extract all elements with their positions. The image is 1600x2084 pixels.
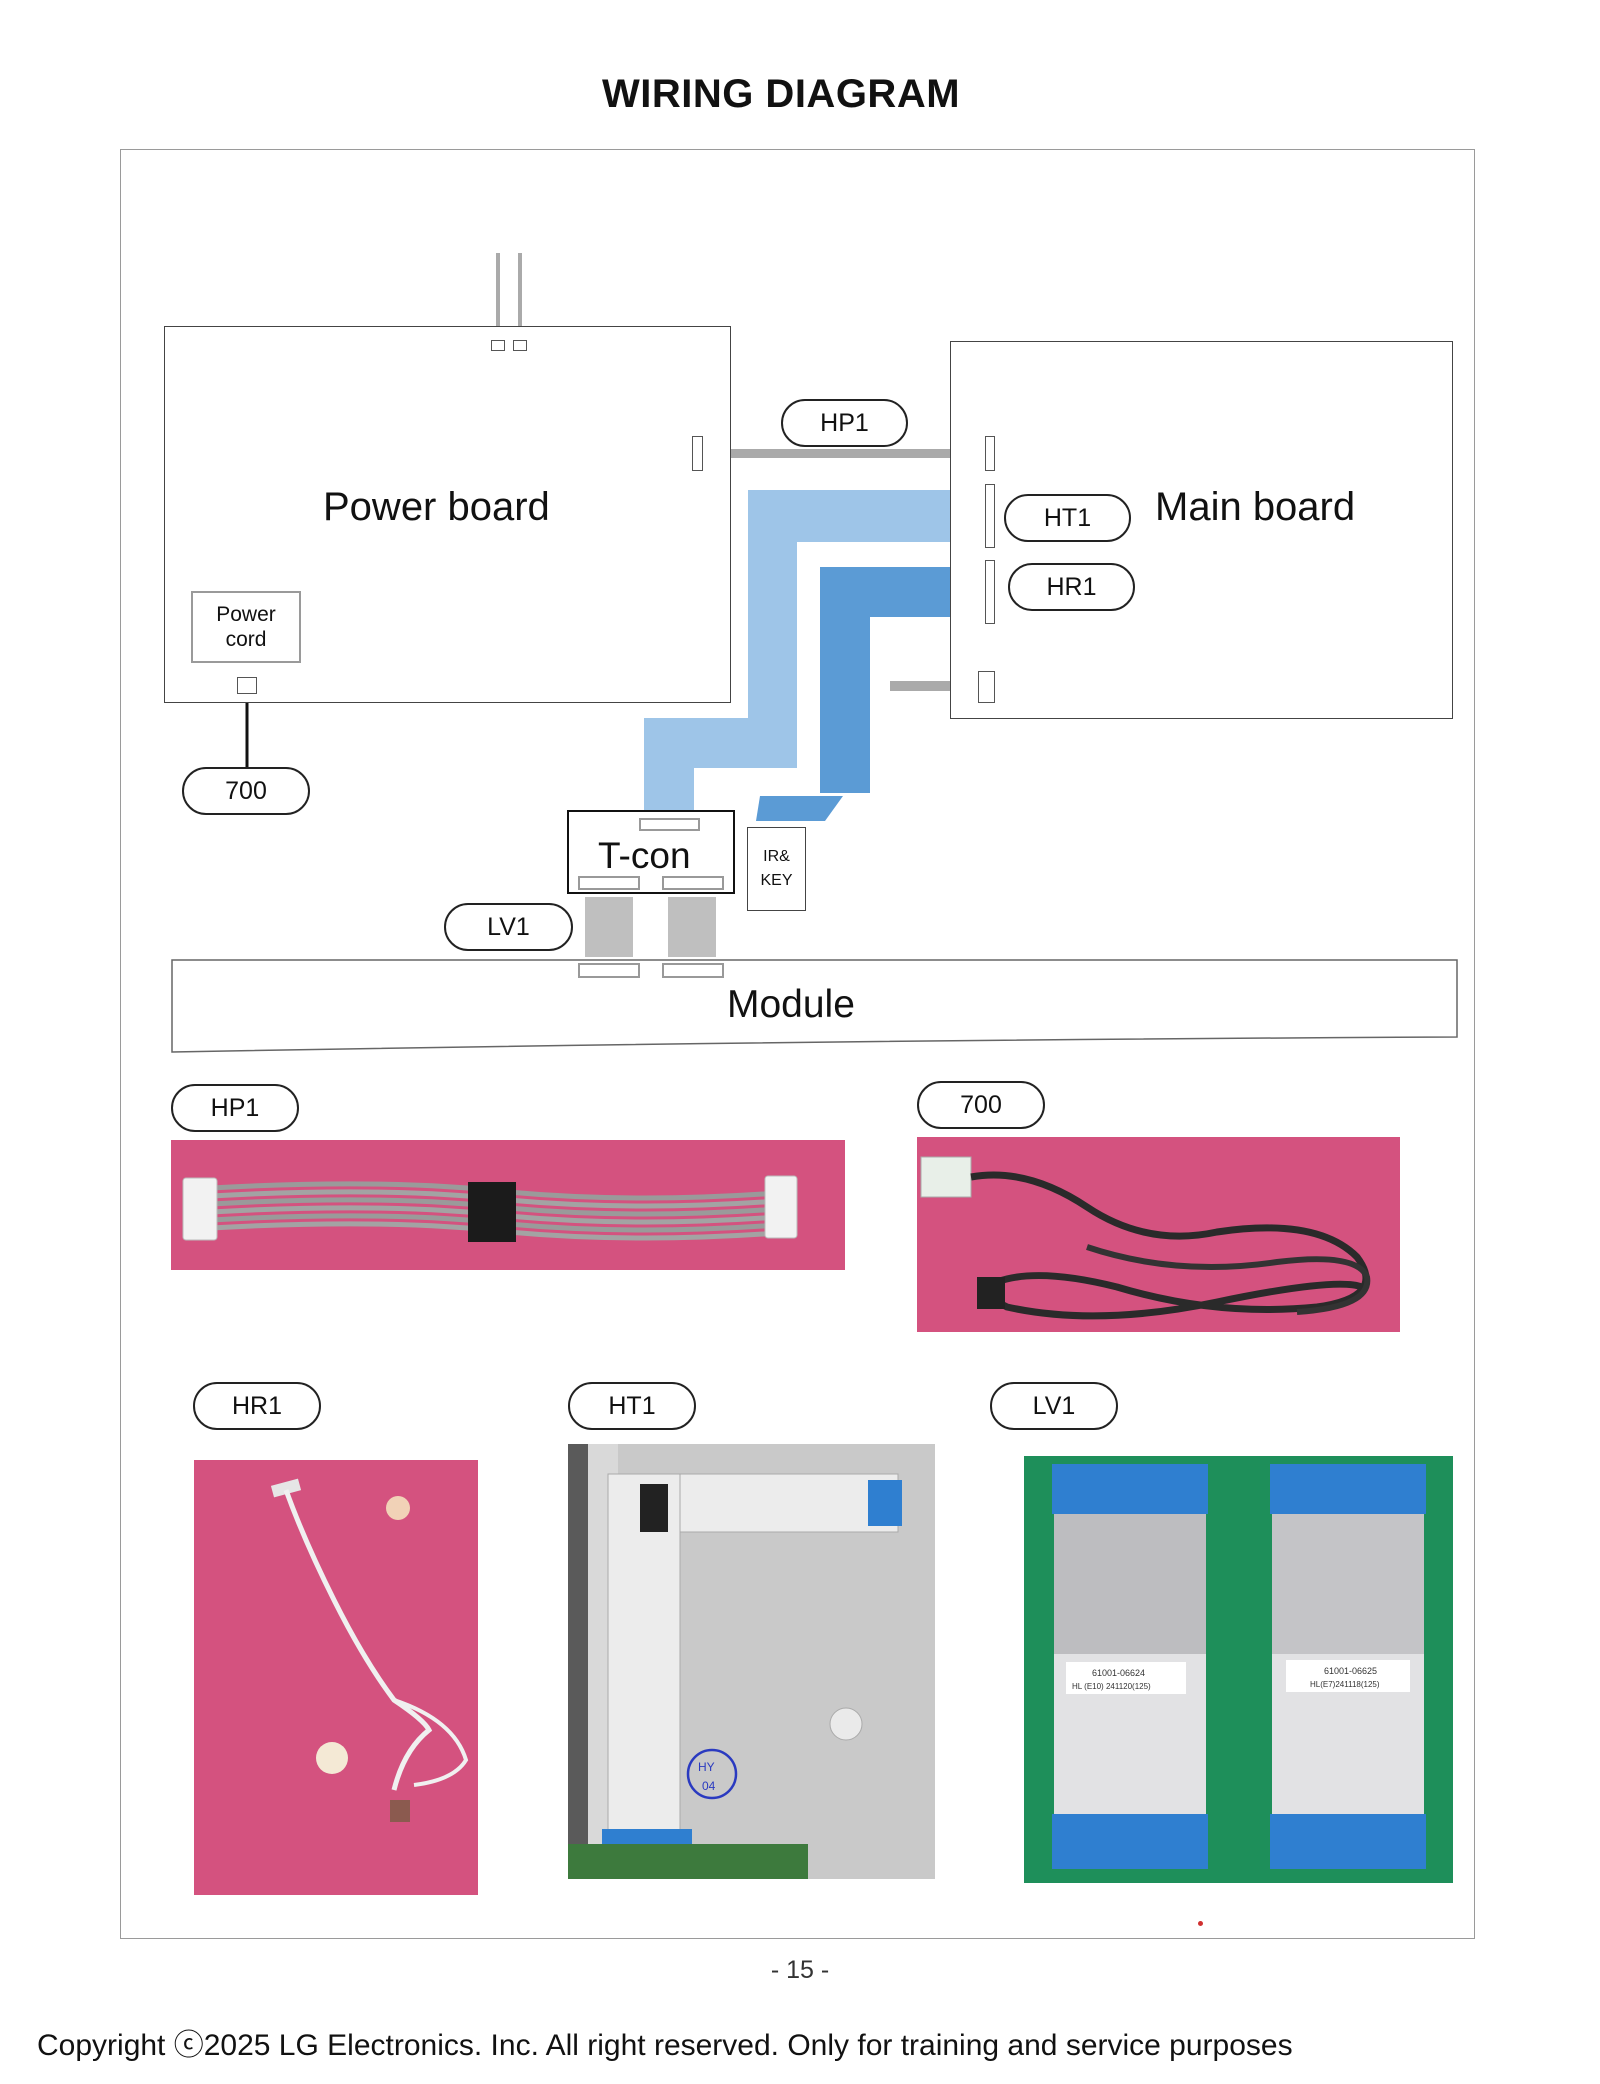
top-wire-connector-left — [491, 340, 505, 351]
lv1-right-label-line1: 61001-06625 — [1324, 1666, 1377, 1676]
ir-key-label-2: KEY — [760, 872, 793, 889]
lv1-cable-illustration: 61001-06624 HL (E10) 241120(125) 61001-0… — [1024, 1456, 1453, 1883]
hr1-cable-illustration — [194, 1460, 478, 1895]
ht1-cable-illustration: HY 04 — [568, 1444, 935, 1879]
module-label: Module — [727, 983, 855, 1026]
cord-700-tag: 700 — [182, 767, 310, 815]
tcon-label: T-con — [598, 835, 691, 876]
ir-key-label-1: IR& — [763, 848, 790, 865]
hr1-cable-photo — [194, 1460, 478, 1895]
lv1-right-label-line2: HL(E7)241118(125) — [1310, 1680, 1380, 1689]
tcon-lv1-connector-right — [662, 876, 724, 890]
ht1-cable — [644, 490, 988, 813]
copyright-text: Copyright ⓒ2025 LG Electronics. Inc. All… — [37, 2029, 1293, 2062]
main-stub-cable — [890, 681, 978, 691]
lv1-ribbon-left — [585, 897, 633, 957]
main-board-label: Main board — [1155, 485, 1356, 529]
lv1-left-label-line2: HL (E10) 241120(125) — [1072, 1682, 1151, 1691]
hr1-cable — [820, 567, 988, 793]
ht1-connector-main — [985, 484, 995, 548]
hp1-cable-illustration — [171, 1140, 845, 1270]
module-lv1-connector-left — [578, 963, 640, 978]
module-outline — [171, 959, 1458, 1053]
page-number: - 15 - — [770, 1956, 830, 1984]
power-cord-label-2: cord — [225, 628, 267, 651]
power-cord-connector — [237, 677, 257, 694]
photo-hr1-tag: HR1 — [193, 1382, 321, 1430]
page-title: WIRING DIAGRAM — [601, 72, 961, 116]
power-cord-photo — [917, 1137, 1400, 1332]
ht1-tag: HT1 — [1004, 494, 1131, 542]
hr1-tag: HR1 — [1008, 563, 1135, 611]
tcon-top-connector — [639, 818, 700, 831]
photo-hp1-tag: HP1 — [171, 1084, 299, 1132]
tcon-lv1-connector-left — [578, 876, 640, 890]
red-dot — [1198, 1921, 1203, 1926]
lv1-ribbon-right — [668, 897, 716, 957]
stub-connector-main — [978, 671, 995, 703]
power-board-label: Power board — [323, 485, 550, 529]
ht1-stamp-line1: HY — [698, 1760, 715, 1774]
photo-700-tag: 700 — [917, 1081, 1045, 1129]
power-cord-illustration — [917, 1137, 1400, 1332]
hp1-cable-photo — [171, 1140, 845, 1270]
hp1-connector-main — [985, 436, 995, 471]
lv1-left-label-line1: 61001-06624 — [1092, 1668, 1145, 1678]
ir-key-box: IR&KEY — [747, 827, 806, 911]
hp1-connector-power — [692, 436, 703, 471]
top-wire-connector-right — [513, 340, 527, 351]
ht1-stamp-line2: 04 — [702, 1779, 716, 1793]
lv1-cable-photo: 61001-06624 HL (E10) 241120(125) 61001-0… — [1024, 1456, 1453, 1883]
hr1-connector-main — [985, 560, 995, 624]
ht1-cable-photo: HY 04 — [568, 1444, 935, 1879]
hr1-cable-tip — [756, 796, 843, 821]
photo-lv1-tag: LV1 — [990, 1382, 1118, 1430]
diagram-frame — [120, 149, 1475, 1939]
power-cord-label-1: Power — [216, 603, 276, 626]
hp1-cable — [702, 449, 989, 458]
module-lv1-connector-right — [662, 963, 724, 978]
photo-ht1-tag: HT1 — [568, 1382, 696, 1430]
lv1-tag: LV1 — [444, 903, 573, 951]
hp1-tag: HP1 — [781, 399, 908, 447]
